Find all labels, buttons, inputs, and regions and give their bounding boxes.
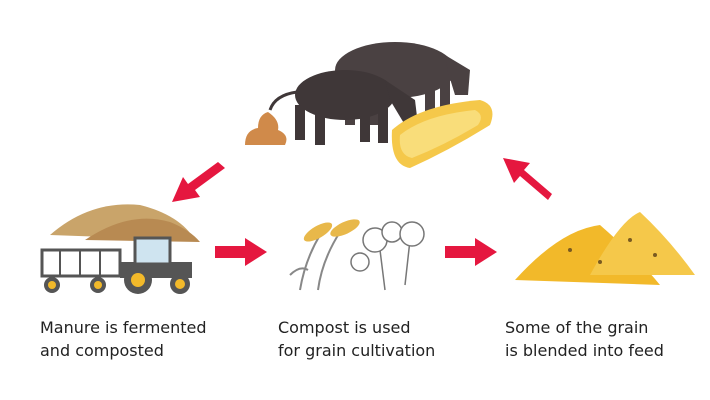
manure-pile-icon [245,112,287,145]
step-caption-cultivation: Compost is used for grain cultivation [278,316,435,362]
cows-illustration [268,42,470,145]
caption-line: and composted [40,341,164,360]
caption-line: is blended into feed [505,341,664,360]
caption-line: Compost is used [278,318,411,337]
arrow-to-compost [172,162,225,202]
feed-tray-illustration [391,100,493,168]
step-caption-compost: Manure is fermented and composted [40,316,207,362]
cotton-plant-illustration [350,221,425,291]
step-caption-feed: Some of the grain is blended into feed [505,316,664,362]
arrow-to-cultivation [215,238,267,266]
compost-pile-illustration [50,204,200,242]
arrow-to-cows [503,158,552,200]
caption-line: for grain cultivation [278,341,436,360]
caption-line: Some of the grain [505,318,649,337]
arrow-to-feed [445,238,497,266]
caption-line: Manure is fermented [40,318,207,337]
rice-plant-illustration [289,219,360,291]
grain-pile-illustration [515,212,695,285]
tractor-illustration [40,236,192,294]
